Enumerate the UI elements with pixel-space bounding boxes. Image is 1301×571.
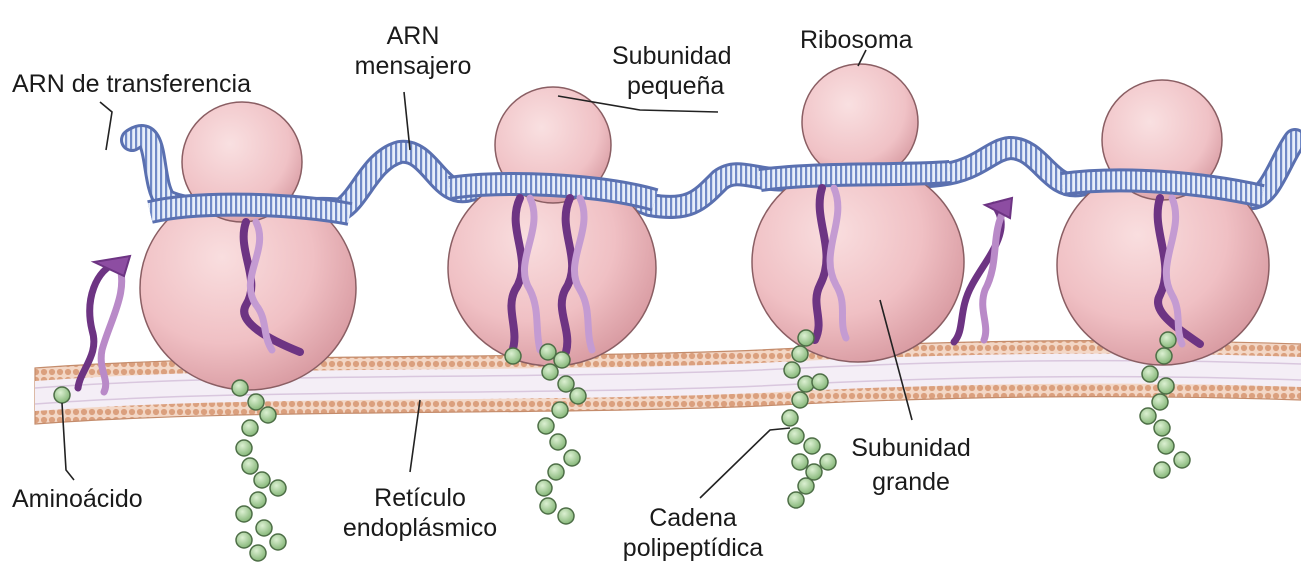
label-trna: ARN de transferencia xyxy=(12,70,251,99)
label-chain-line1: Cadena xyxy=(618,504,768,533)
label-er-line2: endoplásmico xyxy=(320,514,520,543)
label-chain-line2: polipeptídica xyxy=(606,534,780,563)
label-small-subunit-line1: Subunidad xyxy=(612,42,732,71)
leader-trna xyxy=(100,102,112,150)
label-large-subunit-line2: grande xyxy=(836,468,986,497)
label-mrna-line1: ARN xyxy=(358,22,468,51)
label-er-line1: Retículo xyxy=(330,484,510,513)
leader-chain xyxy=(700,428,790,498)
label-ribosome: Ribosoma xyxy=(800,26,913,55)
label-mrna-line2: mensajero xyxy=(348,52,478,81)
label-large-subunit-line1: Subunidad xyxy=(826,434,996,463)
ribosome-2 xyxy=(448,87,656,366)
ribosome-3 xyxy=(752,64,964,362)
label-small-subunit-line2: pequeña xyxy=(627,72,724,101)
ribosome-4 xyxy=(1057,80,1269,365)
label-aminoacid: Aminoácido xyxy=(12,485,143,514)
